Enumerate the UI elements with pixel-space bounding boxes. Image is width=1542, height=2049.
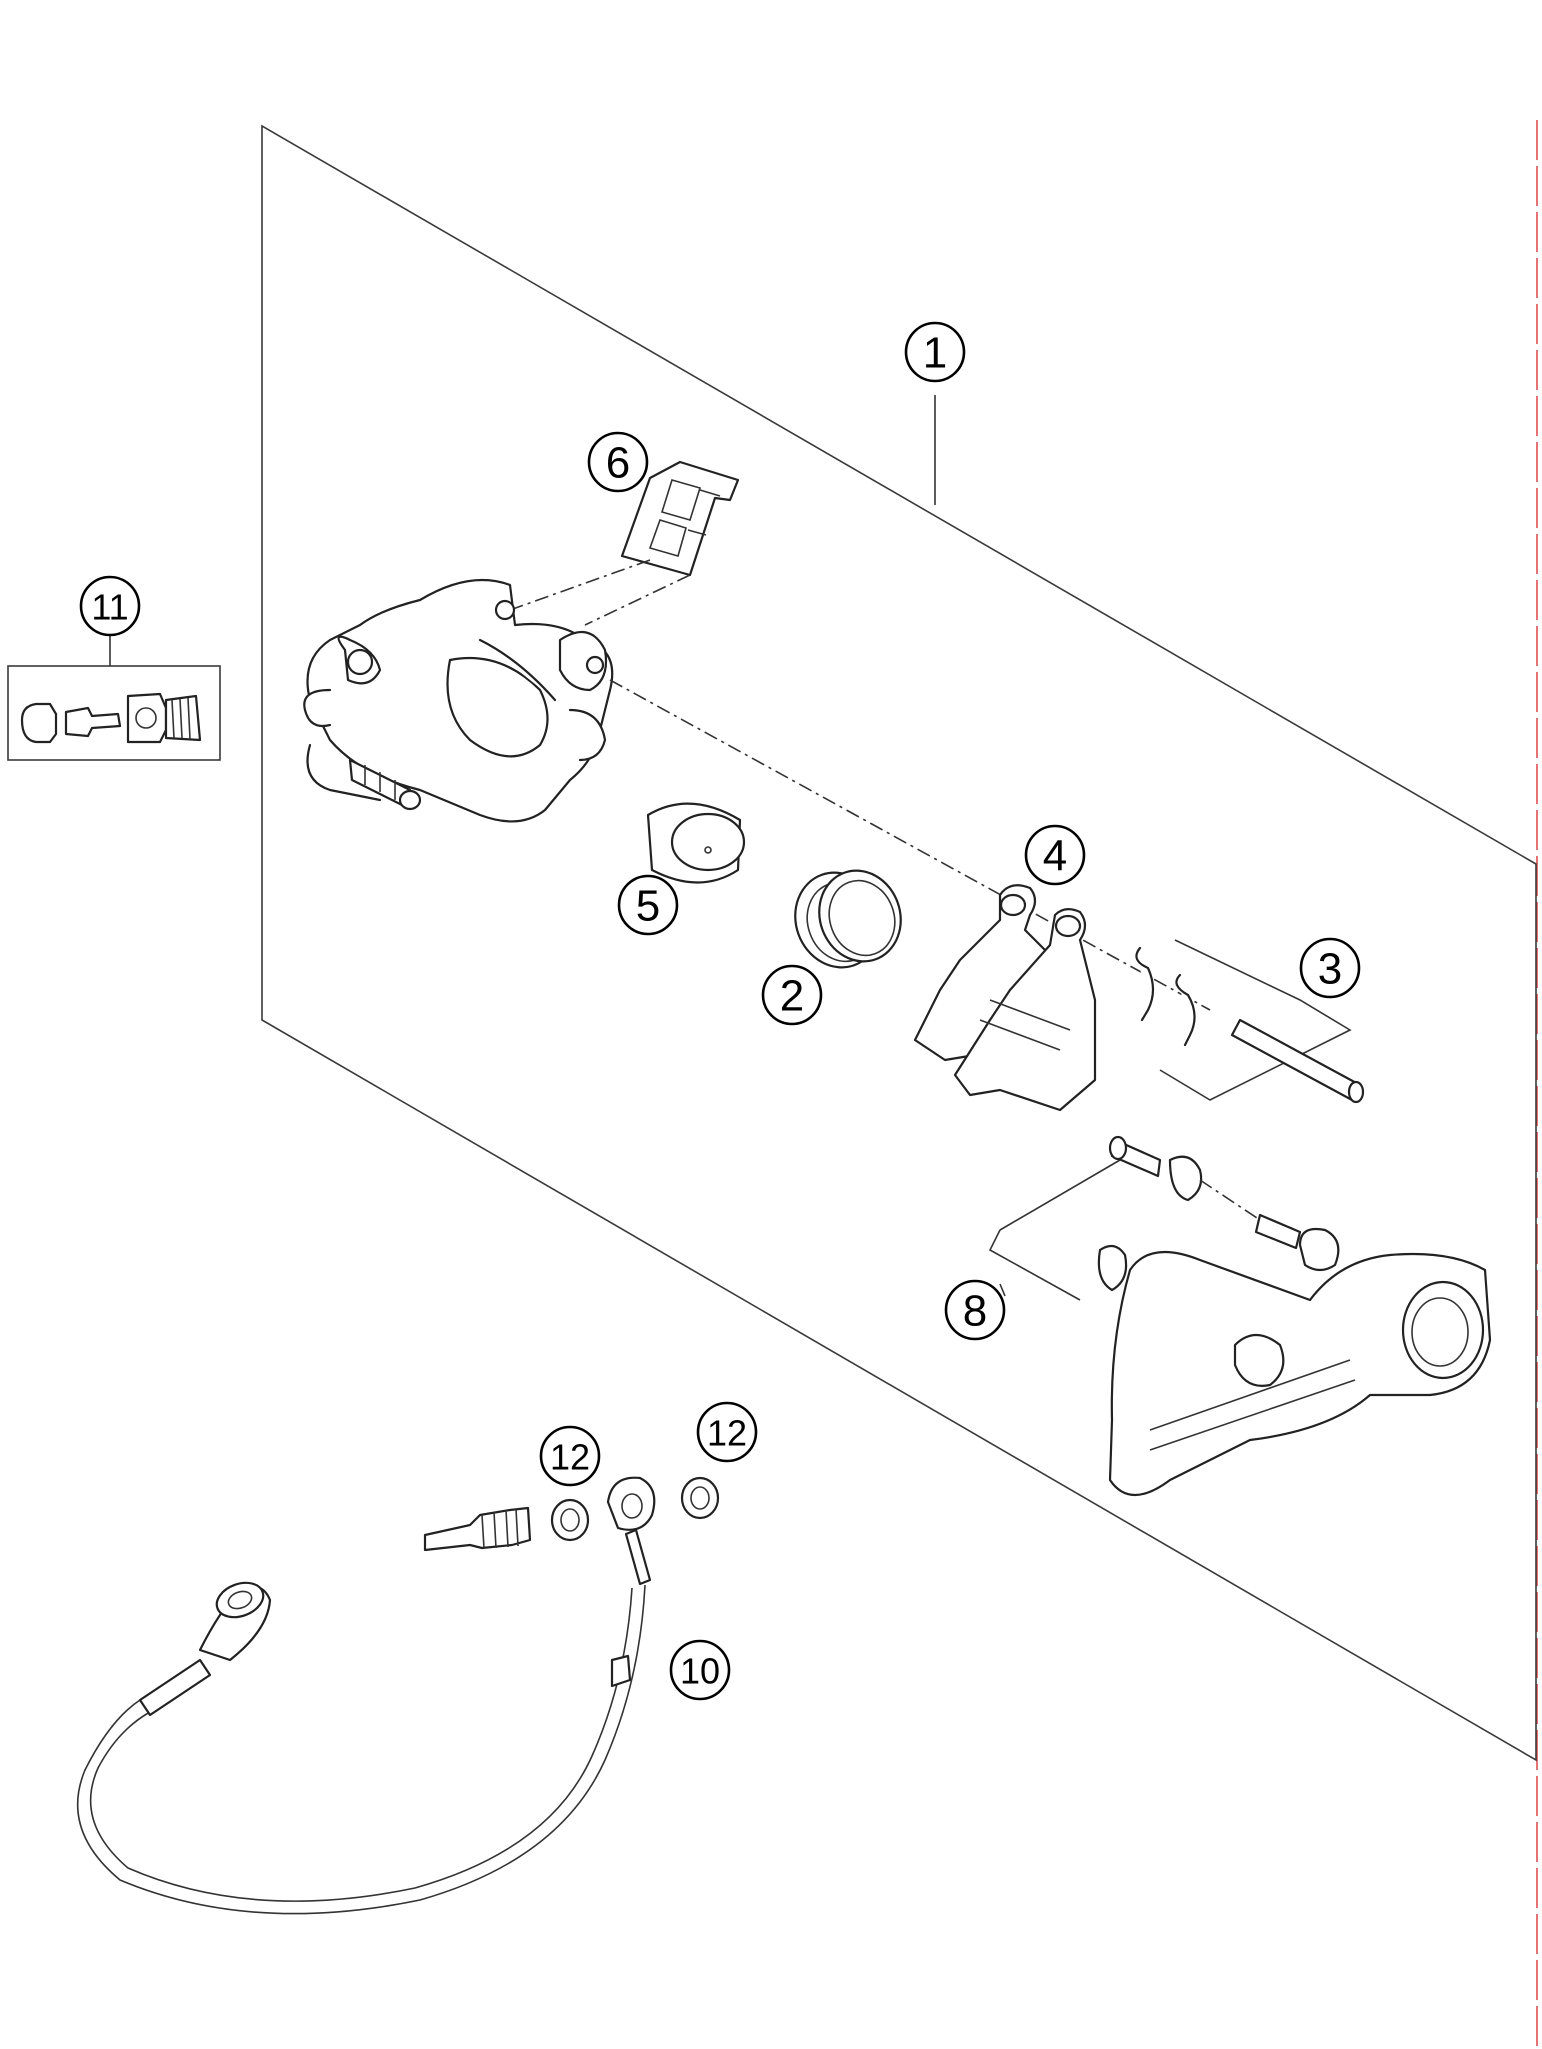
callout-2: 2 — [761, 964, 823, 1026]
callout-6-circle — [587, 431, 649, 493]
callout-5-number: 5 — [636, 882, 660, 931]
part-8-slide-pins — [988, 1135, 1302, 1301]
leader-8 — [999, 1283, 1006, 1297]
callout-6: 6 — [587, 431, 649, 493]
callout-4-number: 4 — [1043, 832, 1067, 881]
leader-6a — [509, 559, 651, 611]
callout-12a: 12 — [539, 1425, 601, 1487]
callout-12b: 12 — [696, 1401, 758, 1463]
callout-10: 10 — [669, 1639, 731, 1701]
part-3-pin-and-clips — [1135, 939, 1365, 1104]
callout-5-circle — [617, 874, 679, 936]
part-10-brake-hose — [76, 1476, 656, 1915]
callout-8: 8 — [944, 1279, 1006, 1341]
callout-3: 3 — [1299, 937, 1361, 999]
callout-5: 5 — [617, 874, 679, 936]
callout-3-circle — [1299, 937, 1361, 999]
callout-2-number: 2 — [780, 972, 804, 1021]
callout-11-circle — [79, 575, 141, 637]
callout-12a-number: 12 — [550, 1437, 590, 1478]
callout-10-number: 10 — [680, 1651, 720, 1692]
callout-12b-number: 12 — [707, 1413, 747, 1454]
part-12-washers — [550, 1476, 720, 1542]
caliper-body — [303, 578, 614, 823]
callout-1-circle — [904, 321, 966, 383]
part-11-bleeder-kit — [7, 665, 221, 761]
callout-1-number: 1 — [923, 329, 947, 378]
callout-11: 11 — [79, 575, 141, 637]
part-2-seal-rings — [794, 869, 902, 969]
part-4-brake-pads — [913, 884, 1097, 1112]
callout-3-number: 3 — [1318, 945, 1342, 994]
part-6-pad-spring — [620, 460, 740, 577]
callout-12a-circle — [539, 1425, 601, 1487]
callout-6-number: 6 — [606, 439, 630, 488]
callout-12b-circle — [696, 1401, 758, 1463]
callout-4-circle — [1024, 824, 1086, 886]
banjo-bolt — [423, 1506, 532, 1552]
leader-6b — [584, 574, 691, 626]
callout-8-circle — [944, 1279, 1006, 1341]
callout-2-circle — [761, 964, 823, 1026]
assembly-frame — [261, 124, 1537, 1762]
callout-10-circle — [669, 1639, 731, 1701]
caliper-bracket — [1108, 1227, 1492, 1496]
callout-1: 1 — [904, 321, 966, 383]
callout-8-number: 8 — [963, 1287, 987, 1336]
part-5-piston — [646, 802, 746, 884]
callout-4: 4 — [1024, 824, 1086, 886]
callout-11-number: 11 — [91, 587, 128, 628]
